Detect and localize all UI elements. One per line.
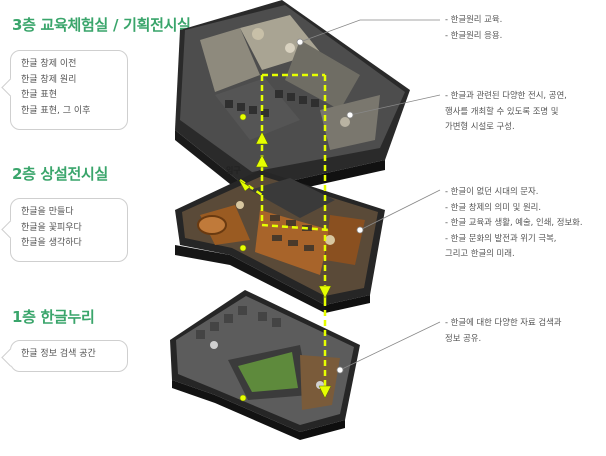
floor-3-item: 한글 창제 이전 <box>21 59 77 69</box>
floor-1-block <box>170 290 360 440</box>
entry-label: 입구 <box>226 166 241 175</box>
floor-2-block <box>175 170 385 313</box>
floor-2-item: 한글을 만들다 <box>21 207 74 217</box>
floor-2-program-box: 한글을 만들다 한글을 꽃피우다 한글을 생각하다 <box>1 198 128 262</box>
note-floor-2-permanent: - 한글이 없던 시대의 문자. - 한글 창제의 의미 및 원리. - 한글 … <box>445 186 583 258</box>
note-floor-1-search: - 한글에 대한 다양한 자료 검색과 정보 공유. <box>445 317 562 343</box>
floor-3-title: 3층 교육체험실 / 기획전시실 <box>12 16 191 34</box>
floor-1-title: 1층 한글누리 <box>12 308 95 326</box>
arrow-up-icon <box>255 131 269 145</box>
path-arrows <box>238 131 332 399</box>
entry-arrow-icon <box>238 179 251 192</box>
floor-1-item: 한글 정보 검색 공간 <box>21 349 96 359</box>
note-floor-3-exhibition: - 한글과 관련된 다양한 전시, 공연, 행사를 개최할 수 있도록 조명 및… <box>445 90 567 131</box>
floor-2-item: 한글을 생각하다 <box>21 238 82 248</box>
floor-3-item: 한글 표현 <box>21 90 57 100</box>
floor-3-program-box: 한글 창제 이전 한글 창제 원리 한글 표현 한글 표현, 그 이후 <box>1 50 128 130</box>
arrow-down-icon <box>318 285 332 299</box>
arrow-up-icon <box>255 154 269 168</box>
floor-3-item: 한글 표현, 그 이후 <box>21 105 91 116</box>
floor-2-item: 한글을 꽃피우다 <box>21 222 82 233</box>
note-floor-3-education: - 한글원리 교육. - 한글원리 응용. <box>445 14 503 40</box>
floor-3-item: 한글 창제 원리 <box>21 74 77 85</box>
floor-1-program-box: 한글 정보 검색 공간 <box>1 340 128 372</box>
arrow-down-icon <box>318 385 332 399</box>
floor-2-title: 2층 상설전시실 <box>12 165 109 183</box>
floor-3-block <box>175 0 410 200</box>
visitor-path <box>239 73 331 390</box>
leader-lines <box>296 19 441 374</box>
